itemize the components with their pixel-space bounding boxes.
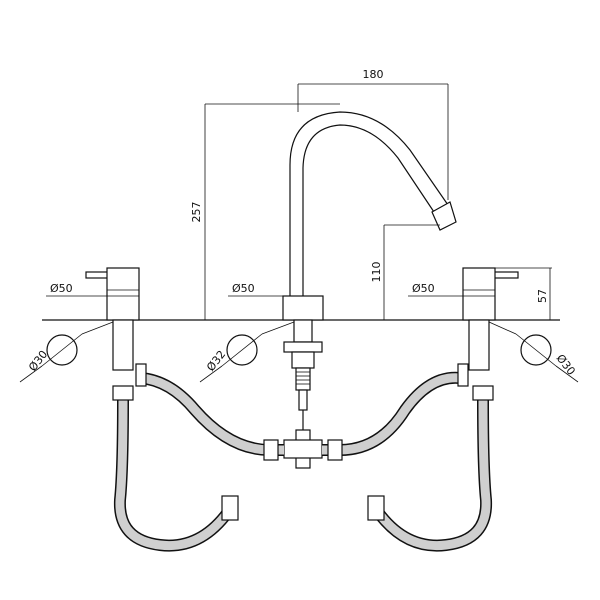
- dim-right-handle-diameter: Ø50: [412, 282, 435, 295]
- right-hole-detail: Ø30: [488, 321, 579, 383]
- dim-overall-height: 257: [190, 202, 203, 223]
- dim-left-handle-diameter: Ø50: [50, 282, 73, 295]
- right-handle: [462, 267, 519, 371]
- dim-handle-height: 57: [536, 289, 549, 303]
- spout: [282, 111, 457, 321]
- dim-right-hole-diameter: Ø30: [554, 352, 578, 378]
- dim-spout-outlet-height: 110: [370, 262, 383, 283]
- spout-mounting: [283, 319, 323, 469]
- hoses: [112, 363, 494, 552]
- dim-spout-base-diameter: Ø50: [232, 282, 255, 295]
- left-handle: [85, 267, 140, 371]
- dim-spout-hole-diameter: Ø32: [204, 348, 228, 374]
- spout-hole-detail: Ø32: [199, 321, 295, 383]
- dim-spout-reach: 180: [363, 68, 384, 81]
- left-hole-detail: Ø30: [19, 321, 114, 383]
